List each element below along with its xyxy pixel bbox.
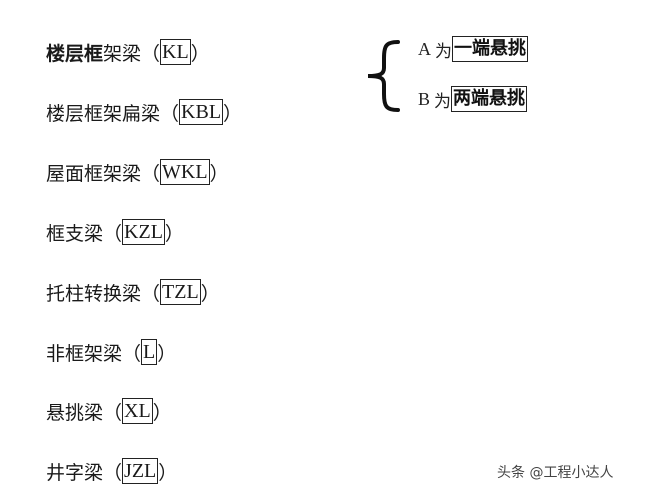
beam-item-l: 非框架梁（L） [46, 338, 176, 366]
option-letter: A [418, 38, 431, 59]
watermark: 头条 @工程小达人 [497, 465, 614, 481]
beam-item-xl: 悬挑梁（XL） [46, 397, 172, 425]
beam-name: 井字梁 [46, 461, 104, 484]
paren-open: （ [141, 282, 161, 305]
curly-brace-icon [367, 40, 400, 112]
beam-code: L [141, 339, 158, 365]
option-desc: 一端悬挑 [452, 36, 528, 62]
beam-item-kzl: 框支梁（KZL） [46, 218, 184, 246]
beam-code: WKL [160, 159, 210, 185]
beam-item-kbl: 楼层框架扁梁（KBL） [46, 98, 242, 126]
beam-name: 楼层框架扁梁 [46, 102, 161, 125]
beam-item-jzl: 井字梁（JZL） [46, 457, 177, 485]
beam-name: 非框架梁 [46, 342, 123, 365]
beam-code: KL [160, 39, 191, 65]
option-a: A 为 一端悬挑 [418, 36, 528, 62]
beam-name: 框支梁 [46, 222, 104, 245]
beam-item-kl: 楼层框架梁（KL） [46, 38, 210, 66]
paren-close: ） [200, 282, 220, 305]
beam-name: 托柱转换梁 [46, 282, 142, 305]
beam-code: KBL [179, 99, 224, 125]
paren-open: （ [103, 401, 123, 424]
option-connector: 为 [435, 41, 452, 62]
paren-close: ） [158, 461, 178, 484]
paren-open: （ [103, 461, 123, 484]
paren-open: （ [160, 102, 180, 125]
paren-close: ） [190, 42, 210, 65]
option-desc: 两端悬挑 [451, 86, 528, 112]
paren-close: ） [157, 342, 177, 365]
paren-open: （ [141, 42, 161, 65]
paren-open: （ [103, 222, 123, 245]
paren-close: ） [152, 401, 172, 424]
beam-name: 架梁 [103, 42, 142, 65]
paren-open: （ [122, 342, 142, 365]
paren-close: ） [164, 222, 184, 245]
beam-code: XL [122, 398, 153, 424]
paren-close: ） [209, 162, 229, 185]
option-b: B 为 两端悬挑 [418, 86, 528, 112]
paren-open: （ [141, 162, 161, 185]
option-letter: B [418, 88, 431, 109]
beam-code: JZL [122, 458, 159, 484]
beam-item-wkl: 屋面框架梁（WKL） [46, 158, 229, 186]
beam-code: KZL [122, 219, 165, 245]
paren-close: ） [223, 102, 243, 125]
beam-name: 屋面框架梁 [46, 162, 142, 185]
option-connector: 为 [434, 91, 452, 112]
beam-item-tzl: 托柱转换梁（TZL） [46, 278, 220, 306]
beam-code: TZL [160, 279, 201, 305]
beam-name-bold: 楼层框 [46, 42, 104, 65]
beam-name: 悬挑梁 [46, 401, 104, 424]
